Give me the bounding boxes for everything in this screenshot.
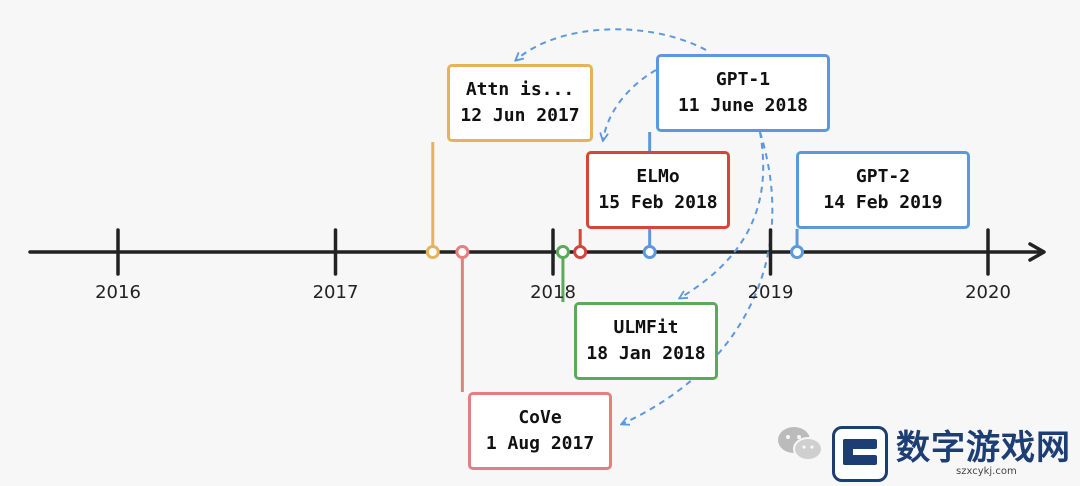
watermark: 数字游戏网 szxcykj.com [776,418,1076,484]
year-label-2016: 2016 [95,282,141,303]
event-name: GPT-2 [855,166,911,187]
event-date: 15 Feb 2018 [598,192,718,213]
event-marker-cove [455,245,470,259]
event-box-cove: CoVe 1 Aug 2017 [468,392,612,470]
event-box-attn: Attn is... 12 Jun 2017 [447,64,593,142]
site-logo-name: 数字游戏网 [896,428,1071,468]
influence-arrow-gpt1-to-cove [622,131,774,424]
event-name: Attn is... [465,79,575,100]
wechat-icon [778,427,823,461]
event-marker-gpt1 [642,245,657,259]
event-name: CoVe [518,407,562,428]
event-date: 12 Jun 2017 [460,105,580,126]
year-label-2020: 2020 [965,282,1011,303]
event-date: 1 Aug 2017 [485,433,595,454]
event-name: ELMo [636,166,680,187]
influence-arrow-gpt1-to-attn [516,28,707,60]
event-name: ULMFit [613,317,679,338]
axis-arrowhead [1028,242,1046,262]
influence-arrow-gpt1-to-ulmfit [680,131,765,298]
event-box-ulmfit: ULMFit 18 Jan 2018 [574,302,718,380]
event-marker-elmo [573,245,588,259]
year-label-2017: 2017 [313,282,359,303]
site-logo-url: szxcykj.com [956,466,1017,477]
influence-arrow-gpt1-to-elmo [603,69,657,140]
event-marker-attn [425,245,440,259]
site-logo-icon [832,426,888,482]
event-marker-ulmfit [555,245,570,259]
year-label-2018: 2018 [530,282,576,303]
event-marker-gpt2 [790,245,805,259]
event-box-gpt1: GPT-1 11 June 2018 [656,54,830,132]
event-name: GPT-1 [715,69,771,90]
event-box-gpt2: GPT-2 14 Feb 2019 [796,151,970,229]
event-date: 18 Jan 2018 [586,343,706,364]
event-box-elmo: ELMo 15 Feb 2018 [586,151,730,229]
year-label-2019: 2019 [748,282,794,303]
event-date: 11 June 2018 [677,95,809,116]
event-date: 14 Feb 2019 [823,192,943,213]
